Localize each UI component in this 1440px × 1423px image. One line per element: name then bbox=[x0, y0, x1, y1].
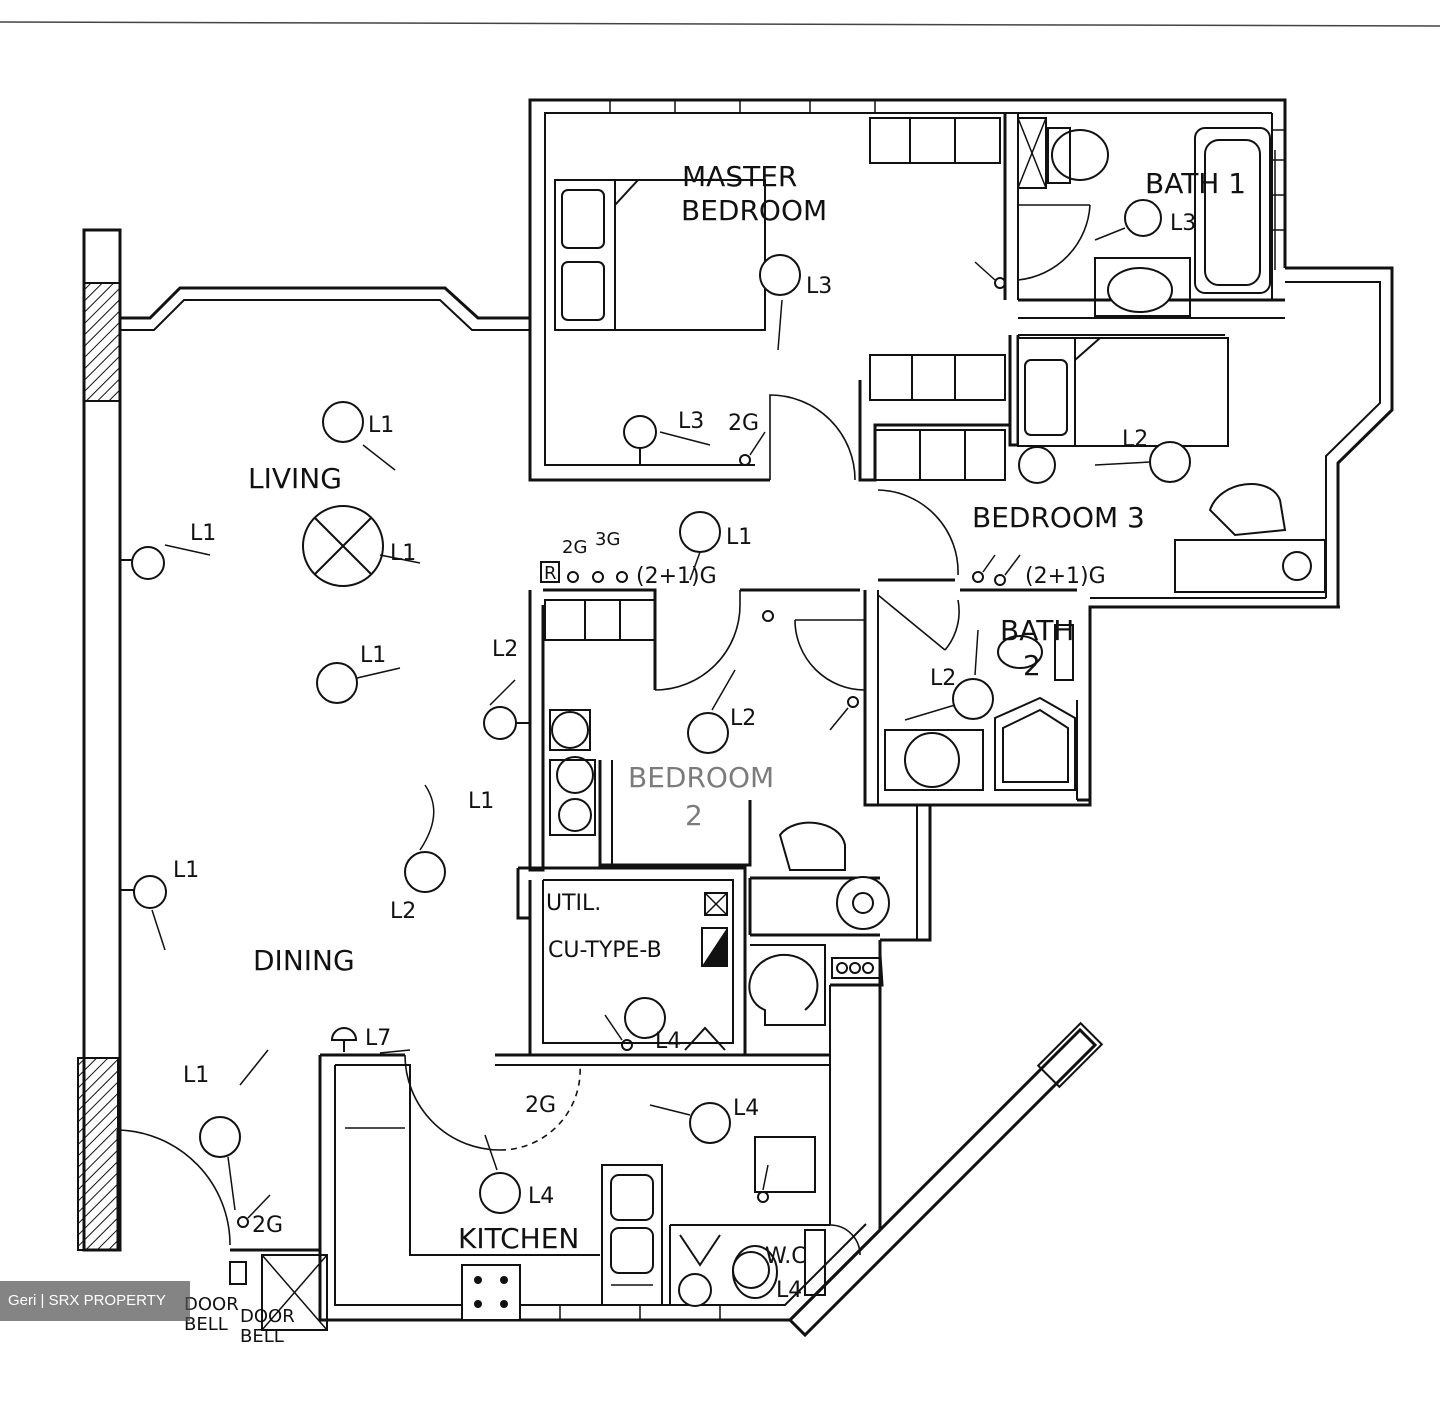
master-bed bbox=[554, 179, 766, 331]
light-label: L1 bbox=[183, 1063, 209, 1088]
entry-shoe-cabinet bbox=[261, 1254, 328, 1331]
light-label: L2 bbox=[1122, 427, 1148, 452]
light-label: L1 bbox=[173, 858, 199, 883]
light-label: L7 bbox=[365, 1026, 391, 1051]
light-label: L3 bbox=[678, 409, 704, 434]
bath2-fixtures bbox=[884, 624, 1078, 800]
light-label: L1 bbox=[190, 521, 216, 546]
ceiling-light bbox=[952, 678, 994, 720]
switch-label: 2G bbox=[728, 411, 759, 436]
room-label-bedroom2-2: 2 bbox=[685, 799, 703, 832]
room-label-cu-type: CU-TYPE-B bbox=[548, 938, 662, 963]
switch-label: 3G bbox=[595, 529, 620, 550]
doors bbox=[117, 204, 1091, 1256]
room-label-bath1: BATH 1 bbox=[1145, 167, 1246, 200]
switch-label: 2G bbox=[525, 1093, 556, 1118]
room-label-dining: DINING bbox=[253, 944, 355, 977]
room-label-util: UTIL. bbox=[546, 891, 601, 916]
wall-light bbox=[133, 875, 167, 909]
ceiling-light bbox=[404, 851, 446, 893]
ceiling-light bbox=[732, 1251, 770, 1289]
light-label: L2 bbox=[730, 706, 756, 731]
kitchen-fixtures bbox=[461, 1136, 826, 1321]
doorbell-label-1: DOOR bbox=[184, 1294, 239, 1315]
ceiling-light bbox=[316, 662, 358, 704]
bedroom3-basin bbox=[1018, 446, 1056, 484]
ceiling-light bbox=[759, 254, 801, 296]
doorbell-label-4: BELL bbox=[240, 1326, 284, 1347]
wall-light bbox=[623, 415, 657, 449]
switch-label: (2+1)G bbox=[1025, 564, 1106, 589]
switch-label: 2G bbox=[562, 537, 587, 558]
interior-walls bbox=[320, 113, 1285, 1305]
middle-fixtures bbox=[549, 709, 890, 930]
room-label-bedroom3: BEDROOM 3 bbox=[972, 501, 1145, 534]
light-label: L4 bbox=[733, 1096, 759, 1121]
light-label: L1 bbox=[368, 413, 394, 438]
room-label-bath2-1: BATH bbox=[1000, 614, 1074, 647]
light-label: L3 bbox=[806, 274, 832, 299]
util-vent bbox=[684, 1026, 726, 1051]
light-label: L2 bbox=[930, 666, 956, 691]
hatched-column-lower bbox=[77, 1057, 119, 1251]
light-label: L1 bbox=[390, 541, 416, 566]
switches bbox=[237, 261, 1021, 1228]
ceiling-light bbox=[479, 1172, 521, 1214]
util-box-cross bbox=[704, 892, 728, 916]
light-label: L4 bbox=[655, 1029, 681, 1054]
light-label: L2 bbox=[492, 637, 518, 662]
doorbell-label-2: BELL bbox=[184, 1314, 228, 1335]
watermark-badge: Geri | SRX PROPERTY bbox=[0, 1281, 190, 1321]
ceiling-light bbox=[624, 997, 666, 1039]
doorbell-box bbox=[229, 1261, 247, 1285]
room-label-bedroom2-1: BEDROOM bbox=[628, 761, 774, 794]
bath1-fixtures bbox=[1017, 117, 1276, 317]
top-border-line bbox=[0, 21, 1440, 27]
wc-toilet-upper bbox=[748, 944, 826, 1026]
doorbell-label-3: DOOR bbox=[240, 1306, 295, 1327]
bedroom3-lamp bbox=[1282, 551, 1312, 581]
room-label-kitchen: KITCHEN bbox=[458, 1222, 579, 1255]
light-fittings bbox=[119, 199, 1191, 1289]
room-label-wc: W.C bbox=[765, 1244, 807, 1269]
ceiling-light bbox=[483, 706, 517, 740]
room-label-living: LIVING bbox=[248, 462, 342, 495]
light-label: L1 bbox=[468, 789, 494, 814]
ceiling-light bbox=[1124, 199, 1162, 237]
room-label-bath2-2: 2 bbox=[1023, 649, 1041, 682]
switch-label: 2G bbox=[252, 1213, 283, 1238]
ceiling-light bbox=[322, 401, 364, 443]
ceiling-light bbox=[199, 1116, 241, 1158]
light-label: L1 bbox=[726, 525, 752, 550]
light-label: L3 bbox=[1170, 211, 1196, 236]
bedroom3-chair bbox=[1208, 483, 1287, 537]
room-label-master-1: MASTER bbox=[682, 160, 797, 193]
light-label: L1 bbox=[360, 643, 386, 668]
ceiling-light bbox=[1149, 441, 1191, 483]
wall-light bbox=[131, 546, 165, 580]
bedroom3-bed bbox=[1017, 337, 1229, 447]
ceiling-light bbox=[687, 712, 729, 754]
switch-label: (2+1)G bbox=[636, 564, 717, 589]
ceiling-light bbox=[689, 1102, 731, 1144]
outer-walls bbox=[77, 98, 1394, 1338]
light-label: L4 bbox=[528, 1184, 554, 1209]
hatched-column-upper bbox=[83, 282, 121, 402]
ceiling-light bbox=[679, 511, 721, 553]
room-label-master-2: BEDROOM bbox=[681, 194, 827, 227]
light-label: L4 bbox=[776, 1278, 802, 1303]
light-label: L2 bbox=[390, 899, 416, 924]
entry-light-l7 bbox=[330, 1027, 358, 1041]
switch-label: R bbox=[544, 563, 557, 584]
wardrobes bbox=[544, 117, 1326, 641]
